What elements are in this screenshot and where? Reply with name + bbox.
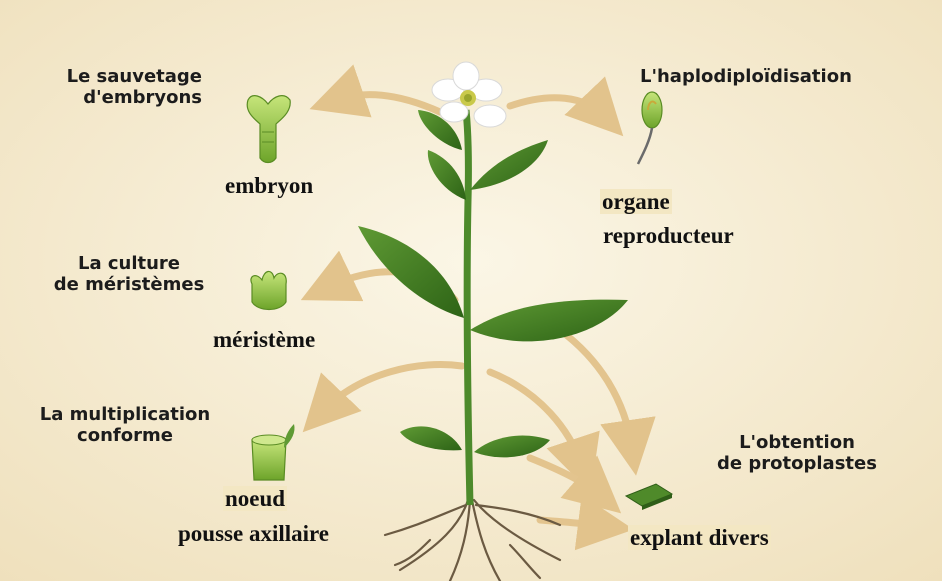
label-embryo: embryon [225, 172, 313, 200]
label-various-explants: explant divers [628, 524, 771, 552]
label-node-line2: pousse axillaire [178, 520, 329, 548]
label-reproductive-organ-text1: organe [600, 189, 672, 214]
meristem-explant [251, 271, 286, 309]
label-node-line1: noeud [223, 485, 287, 513]
stem [466, 110, 470, 505]
heading-haplodiploidization: L'haplodiploïdisation [640, 66, 852, 87]
label-reproductive-organ-line2: reproducteur [603, 222, 734, 250]
heading-meristem-culture: La culture de méristèmes [36, 253, 222, 295]
label-various-explants-text: explant divers [628, 525, 771, 550]
label-meristem: méristème [213, 326, 315, 354]
label-reproductive-organ-line1: organe [600, 188, 672, 216]
heading-embryo-rescue: Le sauvetage d'embryons [38, 66, 202, 108]
heading-protoplast-production: L'obtention de protoplastes [712, 432, 882, 474]
label-node-text: noeud [223, 486, 287, 511]
heading-true-to-type-multiplication: La multiplication conforme [20, 404, 230, 446]
